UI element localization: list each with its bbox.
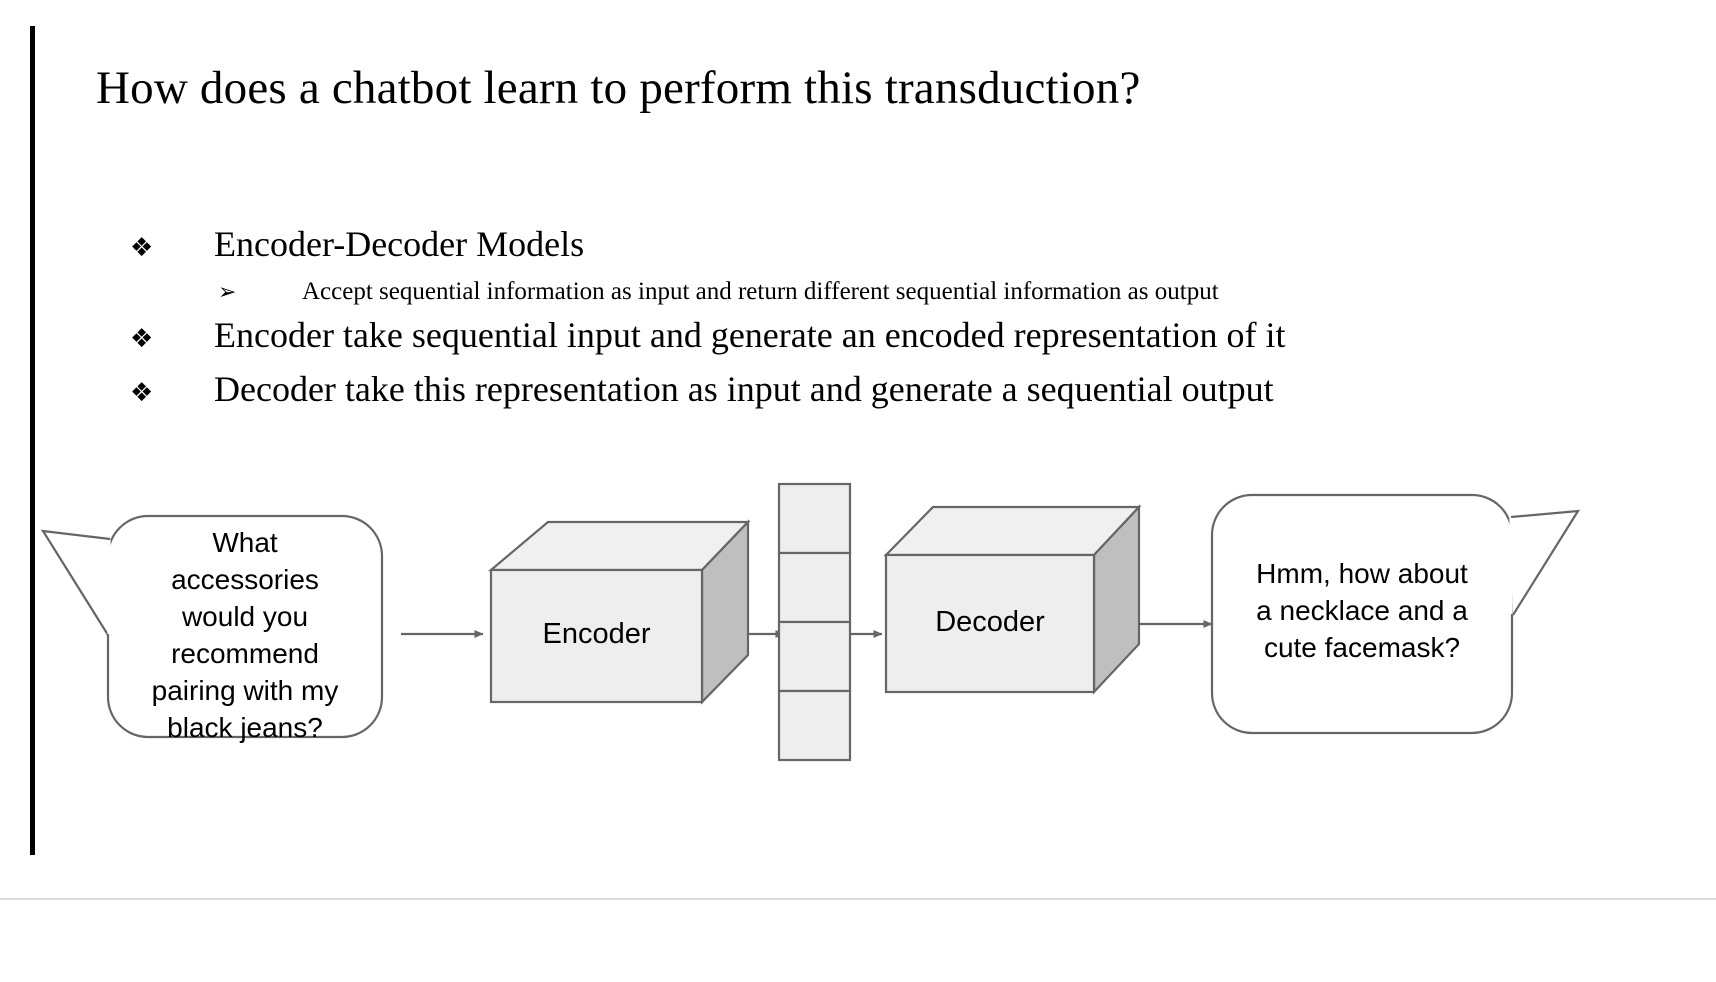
bullet-item-1-sub-1-label: Accept sequential information as input a…	[302, 278, 1219, 305]
output-bubble-text: Hmm, how about a necklace and a cute fac…	[1212, 555, 1512, 666]
diamond-bullet-icon: ❖	[130, 324, 154, 354]
slide-bottom-divider	[0, 898, 1716, 900]
input-bubble-line: would you	[181, 601, 309, 632]
input-speech-bubble	[40, 514, 384, 739]
bullet-item-2: ❖ Encoder take sequential input and gene…	[130, 313, 1550, 361]
encoder-label: Encoder	[542, 618, 651, 650]
bullet-item-3-label: Decoder take this representation as inpu…	[214, 369, 1274, 409]
diamond-bullet-icon: ❖	[130, 378, 154, 408]
output-bubble-line: a necklace and a	[1256, 595, 1468, 626]
input-bubble-line: black jeans?	[167, 712, 323, 743]
input-bubble-line: pairing with my	[151, 675, 339, 706]
arrow-bullet-icon: ➢	[218, 280, 237, 305]
output-bubble-line: cute facemask?	[1263, 632, 1461, 663]
input-bubble-line: accessories	[171, 564, 319, 595]
output-speech-bubble	[1210, 493, 1581, 735]
decoder-cube	[883, 504, 1142, 695]
bullet-item-1-sub-1: ➢ Accept sequential information as input…	[218, 276, 1550, 309]
input-bubble-text: What accessories would you recommend pai…	[108, 524, 382, 746]
decoder-label: Decoder	[935, 606, 1045, 638]
encoder-decoder-diagram: What accessories would you recommend pai…	[0, 455, 1716, 795]
slide-accent-bar	[30, 26, 35, 855]
bullet-list: ❖ Encoder-Decoder Models ➢ Accept sequen…	[130, 222, 1550, 421]
bullet-item-1: ❖ Encoder-Decoder Models	[130, 222, 1550, 270]
diamond-bullet-icon: ❖	[130, 233, 154, 263]
output-bubble-line: Hmm, how about	[1256, 558, 1468, 589]
bullet-item-3: ❖ Decoder take this representation as in…	[130, 367, 1550, 415]
encoder-cube	[487, 519, 751, 705]
latent-vector-stack	[777, 482, 852, 762]
bullet-item-1-label: Encoder-Decoder Models	[214, 224, 585, 264]
bullet-item-2-label: Encoder take sequential input and genera…	[214, 315, 1286, 355]
input-bubble-line: recommend	[171, 638, 319, 669]
page-title: How does a chatbot learn to perform this…	[96, 62, 1141, 114]
input-bubble-line: What	[212, 527, 278, 558]
